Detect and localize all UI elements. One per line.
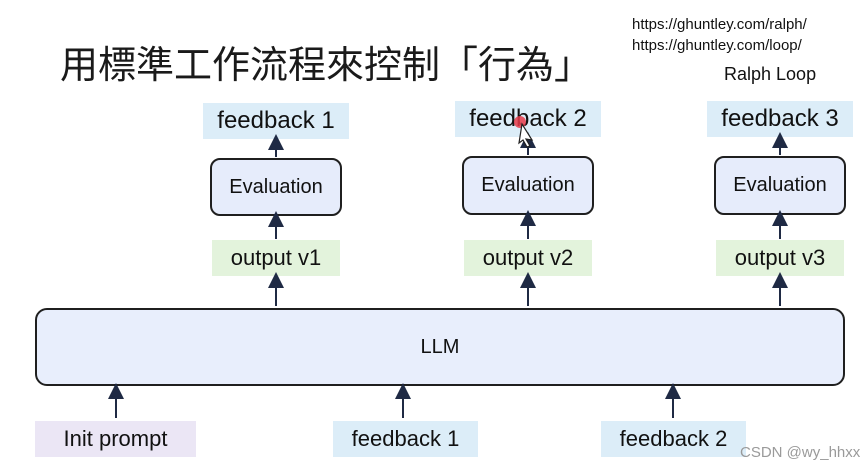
slide-title: 用標準工作流程來控制「行為」 [60, 43, 593, 87]
ralph-link[interactable]: https://ghuntley.com/ralph/ [632, 16, 807, 33]
evaluation-box-2: Evaluation [462, 156, 594, 215]
llm-box: LLM [35, 308, 845, 386]
output-box-1: output v1 [212, 240, 340, 276]
top-feedback-2: feedback 2 [455, 101, 601, 137]
loop-link[interactable]: https://ghuntley.com/loop/ [632, 37, 802, 54]
ralph-loop-label: Ralph Loop [724, 64, 817, 84]
input-feedback-1: feedback 1 [333, 421, 478, 457]
init-prompt-box: Init prompt [35, 421, 196, 457]
output-box-2: output v2 [464, 240, 592, 276]
input-feedback-2: feedback 2 [601, 421, 746, 457]
evaluation-box-3: Evaluation [714, 156, 846, 215]
pointer-cursor-icon [514, 116, 534, 148]
top-feedback-1: feedback 1 [203, 103, 349, 139]
top-feedback-3: feedback 3 [707, 101, 853, 137]
evaluation-box-1: Evaluation [210, 158, 342, 216]
output-box-3: output v3 [716, 240, 844, 276]
watermark: CSDN @wy_hhxx [740, 444, 861, 461]
